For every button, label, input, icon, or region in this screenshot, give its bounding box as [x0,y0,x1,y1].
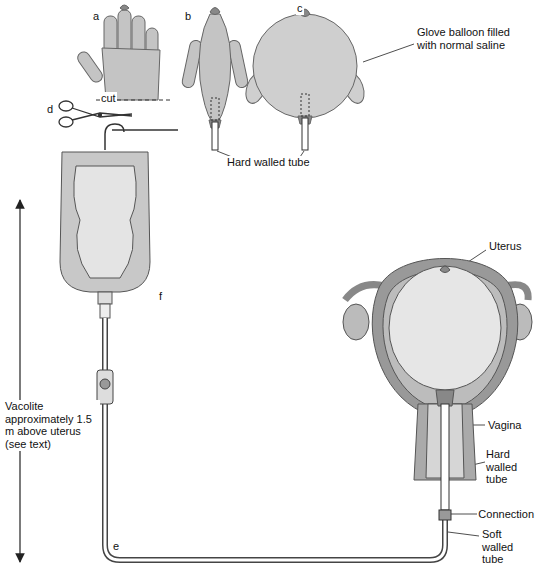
glove-balloon [242,9,368,150]
label: Glove balloon filled with normal saline [416,26,518,51]
vagina [414,390,476,520]
label: Connection [477,508,535,521]
label: e [112,540,120,553]
label: d [46,103,54,116]
height-arrow [19,200,20,562]
hanger [105,124,178,150]
label: Uterus [488,240,522,253]
uterus [343,259,532,413]
vacolite-bag [60,152,150,318]
label: Hard walled tube [485,448,535,486]
label: Hard walled tube [226,156,311,169]
label: a [92,10,100,23]
label: Vacolite approximately 1.5 m above uteru… [4,400,100,451]
label: Vagina [487,419,522,432]
label: f [158,290,163,303]
label: Soft walled tube [481,528,535,566]
glove-b [181,8,249,151]
label: cut [100,92,117,105]
label: c [296,2,304,15]
glove-a [75,5,170,100]
scissors [59,101,132,127]
label: b [184,10,192,23]
roller-clamp [97,370,113,404]
